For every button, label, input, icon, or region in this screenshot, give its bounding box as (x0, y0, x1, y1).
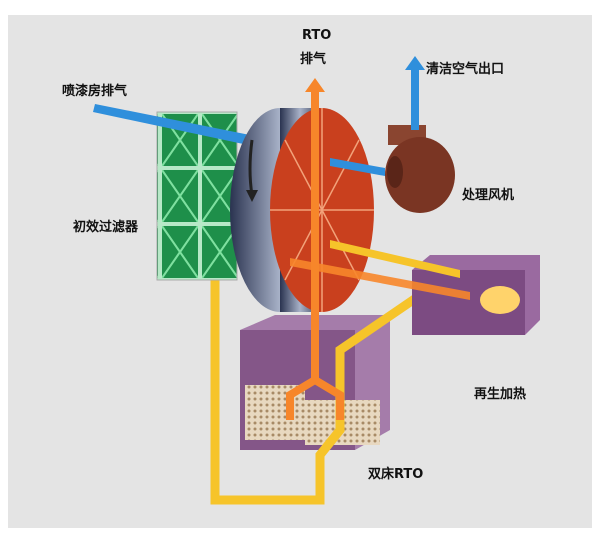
paint-booth-exhaust-label: 喷漆房排气 (62, 84, 128, 99)
regeneration-heater-unit (412, 255, 540, 335)
rto-exhaust-label-line1: RTO (302, 28, 332, 43)
primary-filter-panel (156, 111, 238, 281)
rto-exhaust-arrow (305, 78, 325, 345)
clean-air-outlet-arrow (405, 56, 425, 130)
regeneration-heating-label: 再生加热 (474, 387, 527, 402)
process-fan-label: 处理风机 (462, 188, 515, 203)
clean-air-outlet-label: 清洁空气出口 (426, 62, 505, 77)
rotor-wheel (230, 108, 374, 312)
wheel-to-fan-arrow (330, 158, 385, 176)
dual-bed-rto-label: 双床RTO (368, 467, 424, 482)
rto-exhaust-label-line2: 排气 (300, 52, 327, 67)
heater-return-line (330, 240, 460, 278)
paint-booth-exhaust-arrow (93, 104, 250, 145)
hot-air-line (290, 258, 470, 300)
primary-filter-label: 初效过滤器 (73, 220, 139, 235)
rto-bed-connection (286, 345, 344, 420)
process-fan-unit (385, 125, 455, 213)
